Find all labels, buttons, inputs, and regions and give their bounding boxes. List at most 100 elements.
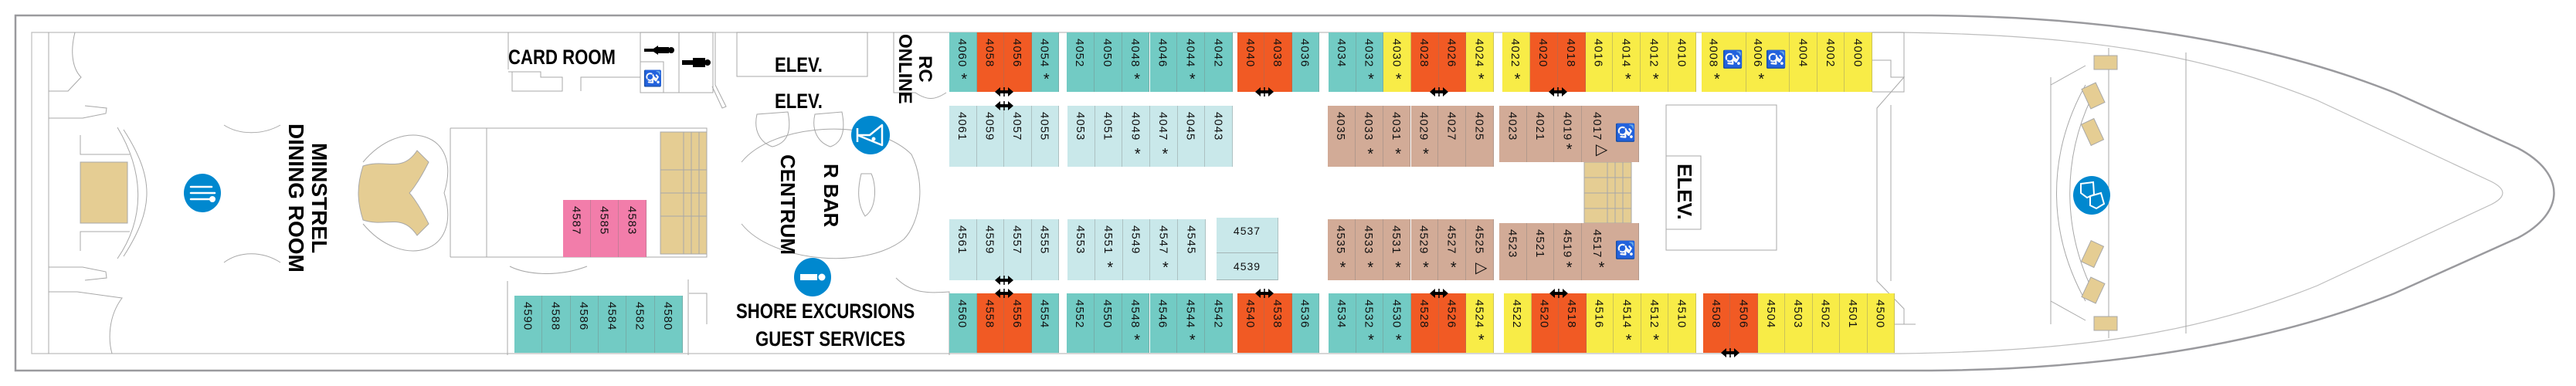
cabin-4540[interactable]: 4540: [1237, 293, 1265, 353]
cabin-4044[interactable]: 4044*: [1177, 32, 1206, 92]
cabin-4529[interactable]: 4529*: [1410, 219, 1439, 280]
cabin-4531[interactable]: 4531*: [1383, 219, 1411, 280]
cabin-4583[interactable]: 4583: [619, 200, 647, 257]
cabin-4506[interactable]: 4506: [1730, 293, 1758, 353]
cabin-4544[interactable]: 4544*: [1177, 293, 1206, 353]
cabin-4056[interactable]: 4056: [1004, 32, 1032, 92]
cabin-4049[interactable]: 4049*: [1122, 106, 1150, 167]
cabin-4520[interactable]: 4520: [1531, 293, 1560, 353]
cabin-4524[interactable]: 4524*: [1466, 293, 1494, 353]
cabin-4527[interactable]: 4527*: [1438, 219, 1467, 280]
cabin-4548[interactable]: 4548*: [1122, 293, 1150, 353]
cabin-4503[interactable]: 4503: [1785, 293, 1813, 353]
cabin-4060[interactable]: 4060*: [949, 32, 977, 92]
cabin-4514[interactable]: 4514*: [1614, 293, 1641, 353]
cabin-4558[interactable]: 4558: [976, 293, 1004, 353]
cabin-4016[interactable]: 4016: [1585, 32, 1614, 92]
cabin-4032[interactable]: 4032*: [1356, 32, 1384, 92]
cabin-4052[interactable]: 4052: [1067, 32, 1095, 92]
cabin-4535[interactable]: 4535*: [1328, 219, 1356, 280]
cabin-4043[interactable]: 4043: [1205, 106, 1233, 167]
cabin-4510[interactable]: 4510: [1668, 293, 1696, 353]
cabin-4517[interactable]: 4517*♿: [1582, 223, 1639, 280]
cabin-4036[interactable]: 4036: [1291, 32, 1319, 92]
cabin-4046[interactable]: 4046: [1149, 32, 1178, 92]
cabin-4019[interactable]: 4019*: [1554, 106, 1582, 162]
cabin-4521[interactable]: 4521: [1527, 223, 1554, 280]
cabin-4539[interactable]: 4539: [1217, 253, 1278, 280]
cabin-4551[interactable]: 4551*: [1095, 219, 1123, 280]
cabin-4582[interactable]: 4582: [626, 296, 655, 353]
cabin-4012[interactable]: 4012*: [1641, 32, 1669, 92]
cabin-4502[interactable]: 4502: [1812, 293, 1841, 353]
cabin-4048[interactable]: 4048*: [1122, 32, 1150, 92]
cabin-4532[interactable]: 4532*: [1356, 293, 1384, 353]
cabin-4030[interactable]: 4030*: [1383, 32, 1411, 92]
cabin-4017[interactable]: 4017▷♿: [1582, 106, 1639, 162]
cabin-4055[interactable]: 4055: [1031, 106, 1059, 167]
cabin-4554[interactable]: 4554: [1031, 293, 1059, 353]
cabin-4018[interactable]: 4018: [1557, 32, 1586, 92]
cabin-4028[interactable]: 4028: [1411, 32, 1439, 92]
cabin-4054[interactable]: 4054*: [1031, 32, 1059, 92]
cabin-4542[interactable]: 4542: [1205, 293, 1233, 353]
cabin-4588[interactable]: 4588: [542, 296, 571, 353]
cabin-4050[interactable]: 4050: [1094, 32, 1122, 92]
cabin-4023[interactable]: 4023: [1499, 106, 1527, 162]
cabin-4020[interactable]: 4020: [1529, 32, 1558, 92]
cabin-4027[interactable]: 4027: [1438, 106, 1467, 167]
cabin-4047[interactable]: 4047*: [1150, 106, 1178, 167]
cabin-4061[interactable]: 4061: [949, 106, 977, 167]
cabin-4590[interactable]: 4590: [514, 296, 543, 353]
cabin-4008[interactable]: 4008*♿: [1702, 32, 1746, 92]
cabin-4519[interactable]: 4519*: [1554, 223, 1582, 280]
cabin-4530[interactable]: 4530*: [1383, 293, 1411, 353]
cabin-4526[interactable]: 4526: [1438, 293, 1467, 353]
cabin-4053[interactable]: 4053: [1067, 106, 1095, 167]
cabin-4550[interactable]: 4550: [1094, 293, 1122, 353]
cabin-4518[interactable]: 4518: [1559, 293, 1587, 353]
cabin-4553[interactable]: 4553: [1067, 219, 1095, 280]
cabin-4031[interactable]: 4031*: [1383, 106, 1411, 167]
cabin-4555[interactable]: 4555: [1031, 219, 1059, 280]
cabin-4033[interactable]: 4033*: [1355, 106, 1383, 167]
cabin-4002[interactable]: 4002: [1817, 32, 1845, 92]
cabin-4537[interactable]: 4537: [1217, 218, 1278, 253]
cabin-4501[interactable]: 4501: [1840, 293, 1868, 353]
cabin-4556[interactable]: 4556: [1004, 293, 1032, 353]
cabin-4006[interactable]: 4006*♿: [1746, 32, 1790, 92]
cabin-4536[interactable]: 4536: [1291, 293, 1319, 353]
cabin-4042[interactable]: 4042: [1205, 32, 1233, 92]
cabin-4559[interactable]: 4559: [976, 219, 1004, 280]
cabin-4038[interactable]: 4038: [1264, 32, 1292, 92]
cabin-4040[interactable]: 4040: [1237, 32, 1265, 92]
cabin-4004[interactable]: 4004: [1790, 32, 1817, 92]
cabin-4584[interactable]: 4584: [599, 296, 627, 353]
cabin-4586[interactable]: 4586: [570, 296, 599, 353]
cabin-4045[interactable]: 4045: [1177, 106, 1206, 167]
cabin-4534[interactable]: 4534: [1329, 293, 1356, 353]
cabin-4035[interactable]: 4035: [1328, 106, 1356, 167]
cabin-4580[interactable]: 4580: [654, 296, 683, 353]
cabin-4528[interactable]: 4528: [1411, 293, 1439, 353]
cabin-4552[interactable]: 4552: [1067, 293, 1095, 353]
cabin-4546[interactable]: 4546: [1149, 293, 1178, 353]
cabin-4547[interactable]: 4547*: [1150, 219, 1179, 280]
cabin-4561[interactable]: 4561: [949, 219, 977, 280]
cabin-4026[interactable]: 4026: [1438, 32, 1467, 92]
cabin-4508[interactable]: 4508: [1703, 293, 1731, 353]
cabin-4549[interactable]: 4549: [1122, 219, 1151, 280]
cabin-4010[interactable]: 4010: [1668, 32, 1696, 92]
cabin-4051[interactable]: 4051: [1095, 106, 1123, 167]
cabin-4538[interactable]: 4538: [1264, 293, 1292, 353]
cabin-4500[interactable]: 4500: [1867, 293, 1895, 353]
cabin-4533[interactable]: 4533*: [1355, 219, 1383, 280]
cabin-4024[interactable]: 4024*: [1466, 32, 1494, 92]
cabin-4034[interactable]: 4034: [1329, 32, 1356, 92]
cabin-4585[interactable]: 4585: [591, 200, 619, 257]
cabin-4014[interactable]: 4014*: [1613, 32, 1641, 92]
cabin-4057[interactable]: 4057: [1004, 106, 1032, 167]
cabin-4523[interactable]: 4523: [1499, 223, 1527, 280]
cabin-4021[interactable]: 4021: [1527, 106, 1554, 162]
cabin-4022[interactable]: 4022*: [1502, 32, 1530, 92]
